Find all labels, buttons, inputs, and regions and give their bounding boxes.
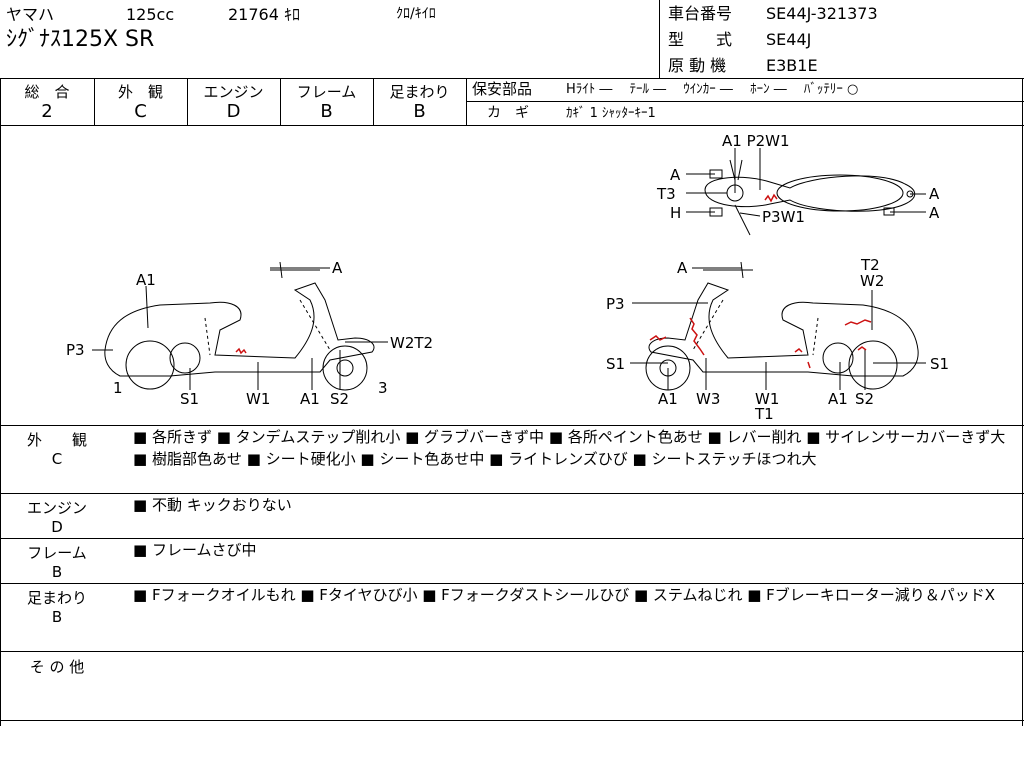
left-label-w1: W1 [246, 390, 270, 408]
grade-overall-label: 総 合 [24, 83, 70, 101]
grade-suspension-label: 足まわり [389, 83, 450, 101]
key-label: カ ギ [487, 105, 529, 121]
top-label-a-right1: A [929, 185, 940, 203]
right-label-s1-right: S1 [930, 355, 949, 373]
top-label-a-right2: A [929, 204, 940, 222]
chassis-label: 車台番号 [668, 4, 733, 23]
leader-lines [92, 148, 926, 390]
type-value: SE44J [766, 30, 812, 49]
grade-engine-label: エンジン [203, 83, 264, 101]
right-label-w2: W2 [860, 272, 884, 290]
section-exterior-text: ■ 各所きず ■ タンデムステップ削れ小 ■ グラブバーきず中 ■ 各所ペイント… [133, 428, 1006, 468]
grade-engine-value: D [226, 101, 241, 122]
right-label-a1: A1 [658, 390, 678, 408]
left-label-1: 1 [113, 379, 123, 397]
left-label-p3: P3 [66, 341, 85, 359]
grade-exterior-value: C [134, 101, 147, 122]
safety-label: 保安部品 [472, 80, 533, 98]
type-label: 型 式 [668, 30, 733, 49]
right-label-s1-left: S1 [606, 355, 625, 373]
top-label-p3w1: P3W1 [762, 208, 805, 226]
key-value: ｶｷﾞ 1 ｼｬｯﾀｰｷｰ1 [566, 106, 656, 121]
top-label-a: A [670, 166, 681, 184]
section-frame-text: ■ フレームさび中 [133, 541, 257, 559]
right-label-p3: P3 [606, 295, 625, 313]
section-engine-grade: D [51, 518, 63, 536]
scooter-left-view [104, 261, 375, 391]
safety-items: Hﾗｲﾄ ― ﾃｰﾙ ― ｳｲﾝｶｰ ― ﾎｰﾝ ― ﾊﾞｯﾃﾘｰ ○ [566, 82, 859, 97]
top-label-a1p2w1: A1 P2W1 [722, 132, 790, 150]
color: ｸﾛ/ｷｲﾛ [396, 6, 436, 22]
section-frame-label: フレーム [27, 544, 87, 562]
left-label-3: 3 [378, 379, 388, 397]
left-label-a1-bottom: A1 [300, 390, 320, 408]
grade-exterior-label: 外 観 [117, 83, 163, 101]
section-engine-label: エンジン [26, 499, 87, 517]
section-exterior-label: 外 観 [26, 431, 87, 449]
right-label-a1-bottom: A1 [828, 390, 848, 408]
displacement: 125cc [126, 5, 175, 24]
section-other-label: そ の 他 [29, 658, 85, 676]
chassis-value: SE44J-321373 [766, 4, 878, 23]
top-label-t3: T3 [656, 185, 676, 203]
grade-frame-label: フレーム [296, 83, 357, 101]
right-label-s2: S2 [855, 390, 874, 408]
grade-suspension-value: B [413, 101, 426, 122]
left-label-a1: A1 [136, 271, 156, 289]
right-label-w1: W1 [755, 390, 779, 408]
engine-label: 原 動 機 [668, 56, 727, 75]
grade-overall-value: 2 [41, 101, 53, 122]
grade-frame-value: B [320, 101, 333, 122]
right-label-w3: W3 [696, 390, 720, 408]
maker: ヤマハ [6, 5, 55, 24]
left-label-s1: S1 [180, 390, 199, 408]
section-engine-text: ■ 不動 キックおりない [133, 496, 292, 514]
right-label-t1: T1 [754, 405, 774, 423]
scooter-top-view [704, 159, 916, 236]
engine-value: E3B1E [766, 56, 818, 75]
section-exterior-grade: C [51, 450, 63, 468]
model-name: ｼｸﾞﾅｽ125X SR [6, 27, 155, 52]
section-suspension-grade: B [51, 608, 63, 626]
right-label-a: A [677, 259, 688, 277]
section-suspension-label: 足まわり [26, 589, 87, 607]
section-frame-grade: B [51, 563, 63, 581]
section-suspension-text: ■ Fフォークオイルもれ ■ Fタイヤひび小 ■ Fフォークダストシールひび ■… [133, 586, 996, 604]
left-label-a: A [332, 259, 343, 277]
left-label-s2: S2 [330, 390, 349, 408]
right-label-t2: T2 [860, 256, 880, 274]
damage-diagram: A1 P2W1 A T3 H P3W1 A A A A1 P3 W2T2 1 3… [66, 132, 949, 423]
left-label-w2t2: W2T2 [390, 334, 433, 352]
top-label-h: H [670, 204, 681, 222]
mileage: 21764 ｷﾛ [228, 5, 300, 24]
damage-marks [235, 193, 872, 369]
diagram-labels: A1 P2W1 A T3 H P3W1 A A A A1 P3 W2T2 1 3… [66, 132, 949, 423]
